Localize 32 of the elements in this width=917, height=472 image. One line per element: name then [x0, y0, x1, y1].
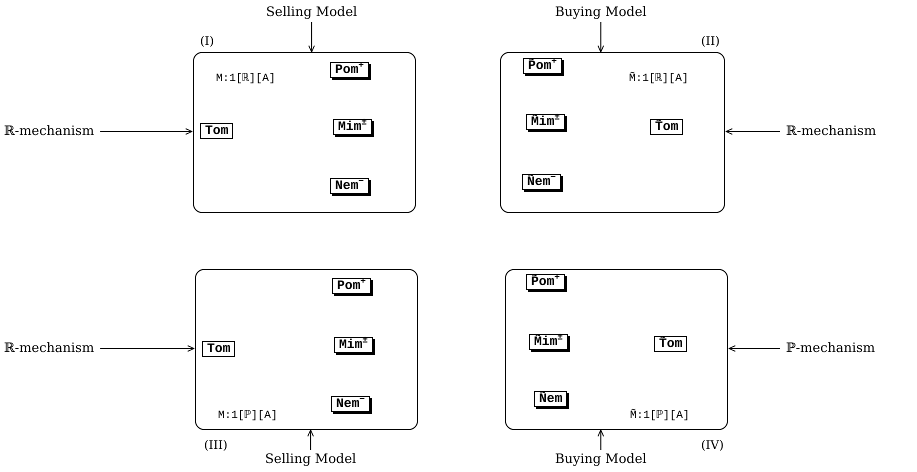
panel-number: (II) — [701, 34, 720, 48]
panel-number: (III) — [204, 438, 228, 452]
term-box: Tom — [200, 123, 234, 139]
model-formula: M̃:1[ℙ][A] — [630, 408, 690, 422]
term-box: Tom — [202, 341, 236, 357]
term-box: Nem$^{−}$ — [331, 396, 370, 412]
input-label: ℙ-mechanism — [786, 341, 876, 356]
model-formula: M̃:1[ℝ][A] — [629, 71, 688, 85]
term-box: T̃om — [650, 119, 684, 135]
arrow — [726, 128, 780, 135]
arrow — [308, 22, 315, 52]
input-label: Selling Model — [265, 452, 356, 467]
term-box: T̃om — [654, 336, 688, 352]
arrow — [728, 345, 780, 352]
input-label: ℝ-mechanism — [4, 341, 94, 356]
model-formula: M:1[ℝ][A] — [216, 72, 276, 85]
panel-number: (IV) — [701, 438, 724, 452]
term-box: Nem$^{−}$ — [330, 178, 369, 194]
input-label: Buying Model — [555, 452, 647, 467]
arrow — [598, 430, 604, 450]
model-formula: M:1[ℙ][A] — [218, 409, 278, 422]
arrow — [307, 430, 314, 450]
arrow — [100, 128, 192, 135]
arrow — [598, 22, 604, 52]
input-label: ℝ-mechanism — [786, 124, 876, 139]
term-box: Ñem$^{−}$ — [522, 174, 561, 190]
input-label: Selling Model — [266, 5, 358, 20]
arrow — [100, 345, 194, 352]
input-label: ℝ-mechanism — [4, 124, 94, 139]
term-box: Ñem — [534, 391, 568, 407]
panel-number: (I) — [200, 34, 214, 48]
input-label: Buying Model — [555, 5, 647, 20]
